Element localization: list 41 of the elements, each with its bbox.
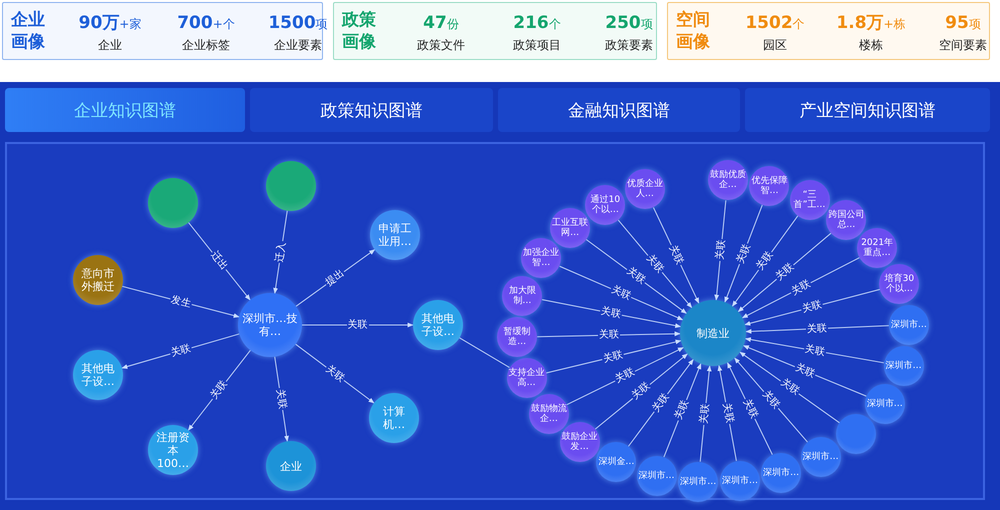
stat-label: 政策文件 xyxy=(416,37,466,53)
tab-button: 企业知识图谱 xyxy=(5,88,245,132)
stat-label: 企业要素 xyxy=(273,37,323,53)
stat-label: 空间要素 xyxy=(938,37,988,53)
stat-value: 1500项 xyxy=(267,13,329,34)
edge-label: 关联 xyxy=(597,329,620,341)
stat-card xyxy=(333,2,657,60)
arrow xyxy=(714,200,726,301)
arrow xyxy=(718,364,737,462)
stat-value: 90万+家 xyxy=(78,13,142,34)
stat-value: 700+个 xyxy=(176,13,236,34)
stat-label: 园区 xyxy=(762,37,788,53)
stat-label: 政策项目 xyxy=(512,37,562,53)
arrow xyxy=(542,299,682,328)
card-heading: 空间画像 xyxy=(676,9,711,53)
arrow xyxy=(744,337,884,364)
edge-label: 关联 xyxy=(346,320,368,330)
tab-button: 产业空间知识图谱 xyxy=(745,88,990,132)
arrow xyxy=(302,322,414,328)
stat-label: 政策要素 xyxy=(604,37,654,53)
arrow xyxy=(274,356,289,442)
arrow xyxy=(700,365,712,462)
stat-value: 47份 xyxy=(422,13,460,34)
stat-value: 216个 xyxy=(512,13,562,34)
stat-value: 1502个 xyxy=(744,13,806,34)
arrow xyxy=(618,220,692,308)
stat-label: 楼栋 xyxy=(858,37,884,53)
stat-value: 1.8万+栋 xyxy=(835,13,907,34)
arrow xyxy=(738,232,832,312)
tab-button: 金融知识图谱 xyxy=(498,88,740,132)
stat-value: 250项 xyxy=(604,13,654,34)
arrow xyxy=(536,331,681,338)
connector-line xyxy=(459,337,510,368)
card-heading: 企业画像 xyxy=(11,9,46,53)
tab-button: 政策知识图谱 xyxy=(250,88,493,132)
stat-value: 95项 xyxy=(944,13,982,34)
stat-card xyxy=(667,2,990,60)
stat-label: 企业标签 xyxy=(181,37,231,53)
arrow xyxy=(273,210,288,294)
card-heading: 政策画像 xyxy=(342,9,377,53)
stat-label: 企业 xyxy=(97,37,123,53)
